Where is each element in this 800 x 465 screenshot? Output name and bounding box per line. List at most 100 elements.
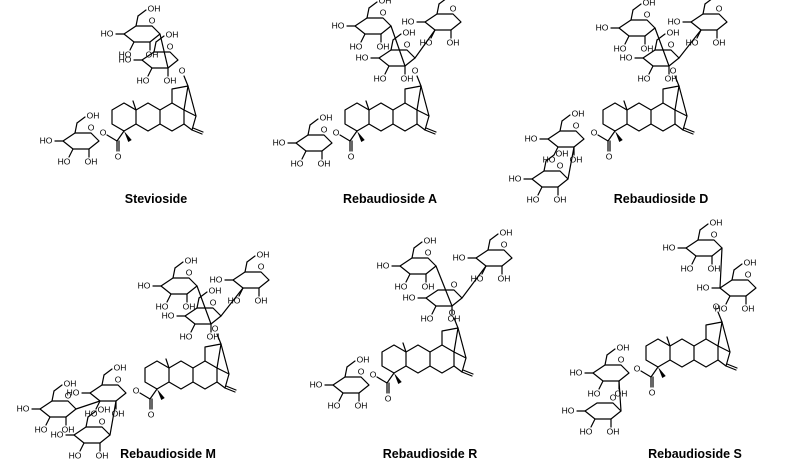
atom-label: OH [556, 148, 569, 158]
atom-label: OH [742, 303, 755, 313]
atom-label: HO [356, 52, 369, 62]
atom-label: HO [570, 367, 583, 377]
atom-label: HO [374, 73, 387, 83]
atom-label: HO [562, 405, 575, 415]
atom-label: HO [119, 54, 132, 64]
atom-label: O [670, 65, 677, 75]
atom-label: OH [710, 217, 723, 227]
atom-label: O [179, 65, 186, 75]
atom-label: HO [663, 242, 676, 252]
atom-label: O [618, 354, 625, 364]
atom-label: OH [255, 295, 268, 305]
atom-label: OH [62, 424, 75, 434]
glycosidic-bond [109, 400, 117, 436]
atom-label: O [649, 387, 656, 397]
atom-label: HO [40, 135, 53, 145]
glycosidic-bond [719, 247, 723, 289]
steviol-core: O O O [133, 323, 237, 419]
glycosidic-bond [678, 29, 702, 59]
atom-label: HO [69, 450, 82, 460]
compound-name-rebaudioside-m: Rebaudioside M [120, 447, 216, 461]
atom-label: OH [617, 342, 630, 352]
atom-label: HO [310, 379, 323, 389]
atom-label: OH [615, 388, 628, 398]
atom-label: OH [377, 41, 390, 51]
atom-label: HO [509, 173, 522, 183]
atom-label: HO [377, 260, 390, 270]
glycosidic-bond [618, 380, 622, 412]
atom-label: OH [148, 3, 161, 13]
atom-label: HO [453, 252, 466, 262]
atom-label: OH [708, 263, 721, 273]
atom-label: OH [607, 426, 620, 436]
glycosidic-bond [414, 29, 436, 59]
atom-label: HO [58, 156, 71, 166]
atom-label: OH [96, 450, 109, 460]
atom-label: HO [101, 28, 114, 38]
atom-label: OH [570, 154, 583, 164]
atom-label: O [501, 239, 508, 249]
atom-label: HO [291, 158, 304, 168]
atom-label: OH [401, 73, 414, 83]
atom-label: OH [257, 249, 270, 259]
atom-label: HO [395, 281, 408, 291]
atom-label: O [716, 3, 723, 13]
glycosidic-bond [567, 146, 575, 180]
atom-label: O [713, 301, 720, 311]
atom-label: O [212, 323, 219, 333]
atom-label: O [668, 39, 675, 49]
glycosidic-bond [461, 265, 487, 299]
compound-name-rebaudioside-s: Rebaudioside S [648, 447, 742, 461]
atom-label: HO [596, 22, 609, 32]
atom-label: HO [620, 52, 633, 62]
atom-label: O [133, 385, 140, 395]
steviol-core: OOO [333, 65, 437, 161]
atom-label: O [385, 393, 392, 403]
atom-label: O [450, 3, 457, 13]
atom-label: HO [580, 426, 593, 436]
atom-label: HO [180, 331, 193, 341]
sugar-unit: O OH HO HO OH [620, 27, 680, 83]
atom-label: OH [166, 29, 179, 39]
atom-label: HO [527, 194, 540, 204]
atom-label: OH [447, 37, 460, 47]
atom-label: OH [715, 0, 728, 1]
atom-label: OH [422, 281, 435, 291]
atom-label: OH [641, 43, 654, 53]
atom-label: OH [318, 158, 331, 168]
atom-label: OH [448, 313, 461, 323]
atom-label: HO [228, 295, 241, 305]
atom-label: OH [183, 301, 196, 311]
glycosidic-bond [435, 265, 453, 307]
glycosidic-bond [196, 285, 212, 325]
atom-label: O [258, 261, 265, 271]
atom-label: O [557, 160, 564, 170]
atom-label: OH [667, 27, 680, 37]
atom-label: HO [85, 408, 98, 418]
atom-label: O [333, 127, 340, 137]
atom-label: O [380, 7, 387, 17]
atom-label: HO [638, 73, 651, 83]
atom-label: O [148, 409, 155, 419]
compound-names-layer: Stevioside Rebaudioside A Rebaudioside D… [120, 192, 742, 461]
atom-label: HO [35, 424, 48, 434]
atom-label: OH [114, 362, 127, 372]
atom-label: OH [355, 400, 368, 410]
glycosidic-bond [75, 400, 101, 410]
atom-label: HO [614, 43, 627, 53]
atom-label: HO [715, 303, 728, 313]
steviol-core: OOO [100, 65, 204, 161]
steviol-core: OOO [634, 301, 738, 397]
atom-label: HO [328, 400, 341, 410]
